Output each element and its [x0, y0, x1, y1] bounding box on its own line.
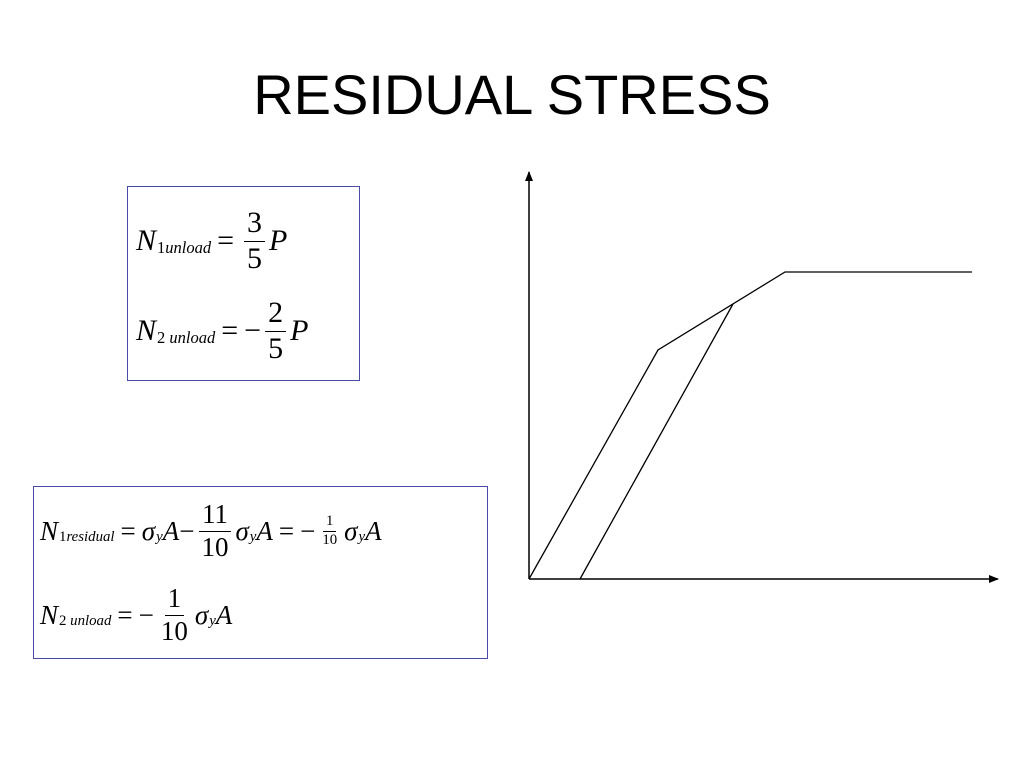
subscript-label: residual — [66, 529, 115, 546]
subscript-label: unload — [169, 328, 216, 348]
equals-sign: = — [221, 314, 239, 347]
numerator: 3 — [244, 206, 266, 242]
n1-residual-equation: N 1residual = σ y A − 11 10 σ y A = − 1 … — [40, 491, 382, 571]
subscript-label: unload — [70, 613, 112, 630]
subscript-y: y — [209, 613, 216, 630]
symbol-a: A — [215, 599, 233, 630]
minus-sign: − — [138, 599, 154, 630]
unloading-line — [579, 303, 734, 580]
symbol-n: N — [40, 515, 59, 546]
fraction: 3 5 — [244, 206, 266, 276]
equals-sign: = — [217, 224, 235, 257]
denominator: 10 — [201, 531, 229, 562]
symbol-sigma: σ — [235, 515, 249, 546]
symbol-a: A — [365, 515, 382, 546]
subscript-y: y — [358, 529, 366, 546]
n1-unload-equation: N 1unload = 3 5 P — [136, 197, 287, 285]
symbol-a: A — [256, 515, 273, 546]
equals-sign: = — [120, 515, 136, 546]
symbol-p: P — [269, 224, 288, 257]
symbol-sigma: σ — [344, 515, 358, 546]
denominator: 5 — [268, 331, 284, 365]
denominator: 5 — [247, 241, 263, 275]
minus-sign: − — [244, 314, 262, 347]
symbol-n: N — [136, 314, 157, 347]
subscript-y: y — [156, 529, 163, 546]
loading-curve — [528, 271, 972, 580]
fraction: 1 10 — [158, 583, 191, 646]
symbol-a: A — [162, 515, 180, 546]
fraction: 1 10 — [319, 513, 340, 548]
unload-equations-box: N 1unload = 3 5 P N 2 unload = − 2 5 P — [127, 186, 360, 381]
subscript-index: 2 — [59, 613, 67, 630]
denominator: 10 — [322, 531, 338, 548]
slide-title: RESIDUAL STRESS — [253, 63, 771, 126]
minus-sign: − — [300, 515, 316, 546]
equals-sign: = — [117, 599, 133, 630]
minus-sign: − — [179, 515, 195, 546]
symbol-p: P — [290, 314, 309, 347]
subscript-index: 1 — [157, 238, 166, 258]
denominator: 10 — [160, 615, 188, 646]
symbol-n: N — [136, 224, 157, 257]
symbol-sigma: σ — [141, 515, 156, 546]
fraction: 2 5 — [265, 296, 287, 366]
subscript-index: 1 — [59, 529, 67, 546]
equals-sign: = — [278, 515, 295, 546]
n2-unload-residual-equation: N 2 unload = − 1 10 σ y A — [40, 575, 232, 655]
subscript-label: unload — [165, 238, 212, 258]
residual-equations-box: N 1residual = σ y A − 11 10 σ y A = − 1 … — [33, 486, 488, 659]
numerator: 1 — [164, 583, 185, 616]
fraction: 11 10 — [198, 499, 231, 562]
subscript-y: y — [249, 529, 257, 546]
symbol-sigma: σ — [194, 599, 209, 630]
numerator: 1 — [323, 513, 337, 532]
n2-unload-equation: N 2 unload = − 2 5 P — [136, 287, 308, 375]
symbol-n: N — [40, 599, 59, 630]
subscript-index: 2 — [157, 328, 166, 348]
numerator: 2 — [265, 296, 287, 332]
numerator: 11 — [198, 499, 231, 532]
